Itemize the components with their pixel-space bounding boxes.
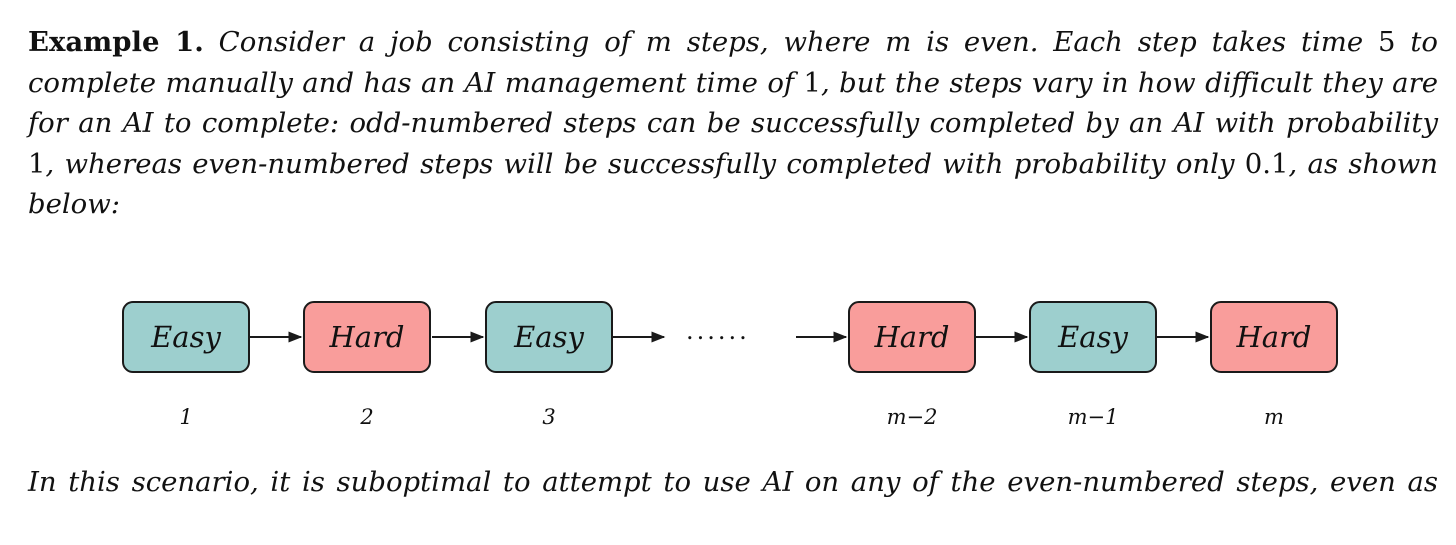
- example-text-4: to complete manually and has an AI manag…: [28, 26, 1438, 99]
- example-text-7: , as shown below:: [28, 147, 1438, 221]
- step-index-1: 1: [179, 405, 193, 429]
- step-index-3: 3: [542, 405, 556, 429]
- example-text-1: Consider a job consisting of: [218, 26, 646, 58]
- step-index-m-minus-1: m−1: [1067, 405, 1119, 429]
- step-diagram: Easy Hard Easy ...... Hard Easy Hard 1 2…: [0, 285, 1456, 435]
- example-text-6: , whereas even-numbered steps will be su…: [45, 147, 1245, 180]
- continuation-paragraph: In this scenario, it is suboptimal to at…: [28, 466, 1438, 498]
- step-index-m: m: [1264, 405, 1284, 429]
- step-index-2: 2: [360, 405, 374, 429]
- arrows-layer: [250, 331, 1210, 343]
- number-manual-time: 5: [1378, 26, 1396, 58]
- example-text-2: steps, where: [671, 26, 886, 58]
- step-box-3: Easy: [485, 301, 613, 373]
- step-index-m-minus-2: m−2: [886, 405, 938, 429]
- number-probability-hard: 0.1: [1244, 147, 1289, 180]
- step-box-m-minus-2: Hard: [848, 301, 976, 373]
- step-box-1: Easy: [122, 301, 250, 373]
- example-label: Example 1.: [28, 26, 204, 58]
- step-box-m-minus-1: Easy: [1029, 301, 1157, 373]
- example-text-3: is even. Each step takes time: [911, 26, 1378, 58]
- number-management-time: 1: [803, 66, 821, 99]
- number-probability-easy: 1: [28, 147, 46, 180]
- example-text-5: , but the steps vary in how difficult th…: [28, 66, 1438, 140]
- example-paragraph: Example 1. Consider a job consisting of …: [28, 22, 1438, 225]
- step-box-2: Hard: [303, 301, 431, 373]
- math-m-2: m: [885, 26, 912, 58]
- step-box-m: Hard: [1210, 301, 1338, 373]
- ellipsis: ......: [686, 317, 750, 345]
- math-m-1: m: [645, 26, 672, 58]
